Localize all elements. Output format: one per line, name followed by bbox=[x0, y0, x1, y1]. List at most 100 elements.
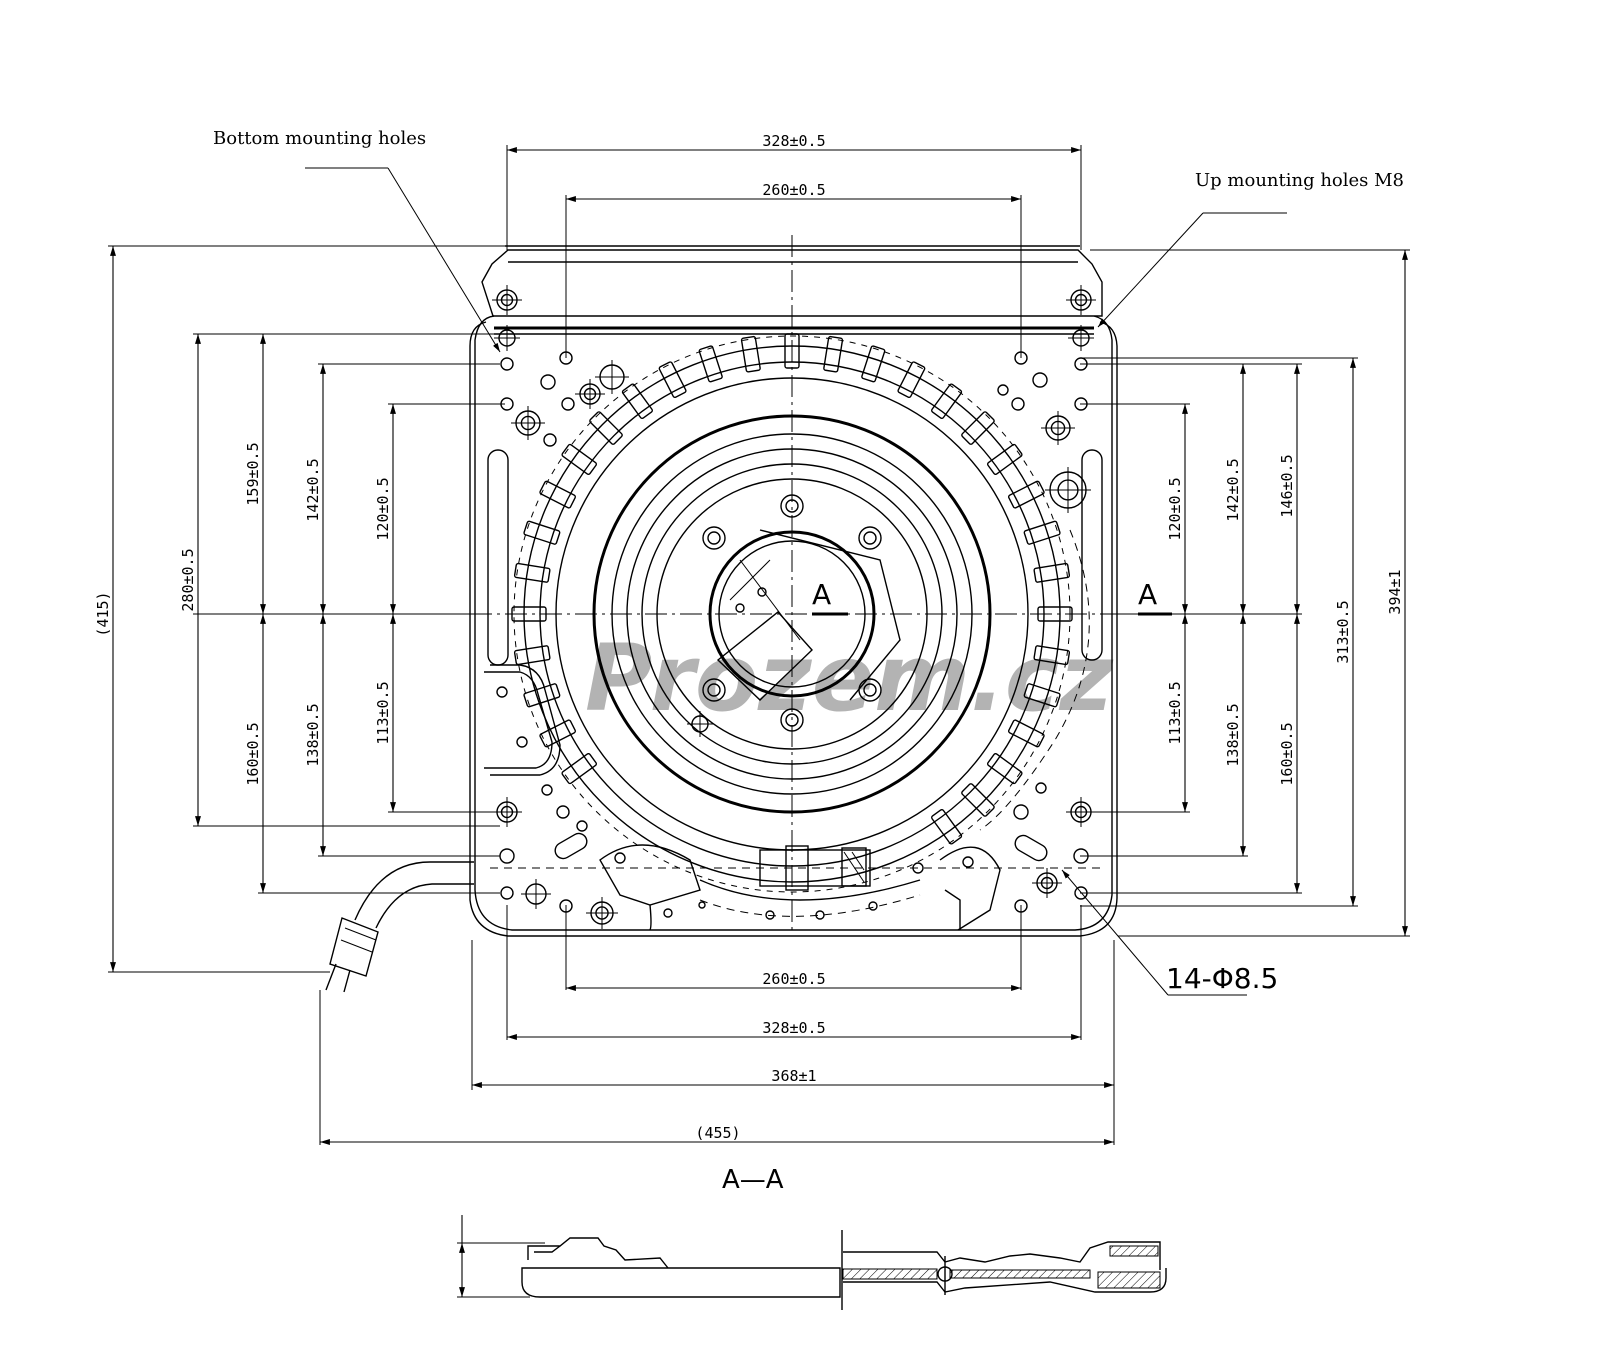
dim-right-146: 146±0.5 bbox=[1278, 454, 1296, 517]
mounting-hole bbox=[663, 908, 673, 918]
ring-tab bbox=[523, 520, 561, 545]
dim-left-138: 138±0.5 bbox=[304, 703, 322, 766]
ring-tab bbox=[523, 683, 561, 708]
mounting-hole bbox=[499, 848, 515, 864]
mounting-hole bbox=[687, 711, 713, 737]
label-up-mounting-holes: Up mounting holes M8 bbox=[1195, 170, 1404, 191]
mounting-hole bbox=[521, 879, 551, 909]
dim-left-159: 159±0.5 bbox=[244, 442, 262, 505]
ring-tab bbox=[961, 411, 995, 445]
ring-tab bbox=[784, 333, 800, 369]
watermark: Prozem.cz bbox=[585, 625, 1113, 732]
mounting-hole bbox=[698, 901, 706, 909]
plate-outline bbox=[469, 245, 1118, 937]
mounting-hole bbox=[1035, 782, 1047, 794]
ring-tab bbox=[861, 345, 886, 383]
hub-bolt bbox=[858, 678, 882, 702]
dim-right-113: 113±0.5 bbox=[1166, 681, 1184, 744]
cable bbox=[325, 861, 474, 993]
mounting-hole bbox=[1068, 325, 1094, 351]
section-view bbox=[457, 1215, 1167, 1310]
label-bottom-mounting-holes: Bottom mounting holes bbox=[213, 128, 426, 149]
ring-tab bbox=[511, 606, 547, 622]
connector-area bbox=[599, 844, 1001, 931]
ring-tab bbox=[986, 753, 1023, 785]
dim-left-142: 142±0.5 bbox=[304, 458, 322, 521]
dim-left-280: 280±0.5 bbox=[179, 548, 197, 611]
mounting-hole bbox=[511, 406, 545, 440]
hub-bolt bbox=[780, 708, 804, 732]
mounting-hole bbox=[500, 357, 514, 371]
mounting-hole bbox=[516, 736, 528, 748]
hub-bolt bbox=[702, 526, 726, 550]
section-mark-right: A bbox=[1138, 578, 1157, 611]
ring-tab bbox=[931, 383, 963, 420]
hub-bolt bbox=[702, 678, 726, 702]
mounting-hole bbox=[1013, 804, 1029, 820]
leaders bbox=[305, 167, 1287, 996]
ring-tab bbox=[1007, 719, 1045, 748]
mounting-hole bbox=[614, 852, 626, 864]
dim-left-120: 120±0.5 bbox=[374, 477, 392, 540]
mounting-hole bbox=[1066, 285, 1096, 315]
dim-right-394: 394±1 bbox=[1386, 569, 1404, 614]
fan-housing bbox=[592, 414, 1172, 814]
mounting-hole bbox=[576, 820, 588, 832]
mounting-hole bbox=[765, 910, 775, 920]
mounting-hole bbox=[500, 886, 514, 900]
mounting-hole bbox=[540, 374, 556, 390]
ring-tab bbox=[897, 361, 926, 399]
ring-tab bbox=[961, 783, 995, 817]
mounting-hole bbox=[1045, 467, 1091, 513]
vertical-dimensions-right bbox=[1080, 249, 1410, 937]
ring-tab bbox=[1023, 520, 1061, 545]
dim-overall-368: 368±1 bbox=[771, 1067, 816, 1085]
section-title: A—A bbox=[722, 1165, 784, 1195]
mounting-hole bbox=[494, 325, 520, 351]
ring-tab bbox=[1033, 562, 1071, 583]
ring-tab bbox=[1037, 606, 1073, 622]
mounting-hole bbox=[496, 686, 508, 698]
hub-bolt bbox=[780, 494, 804, 518]
dim-top-328: 328±0.5 bbox=[762, 132, 825, 150]
mounting-hole bbox=[492, 285, 522, 315]
mounting-hole bbox=[1032, 372, 1048, 388]
dim-total-455: (455) bbox=[695, 1124, 740, 1142]
dim-right-160: 160±0.5 bbox=[1278, 722, 1296, 785]
mounting-holes bbox=[492, 285, 1096, 929]
dim-bottom-260: 260±0.5 bbox=[762, 970, 825, 988]
dim-left-415: (415) bbox=[94, 591, 112, 636]
dim-right-138: 138±0.5 bbox=[1224, 703, 1242, 766]
mounting-hole bbox=[868, 901, 878, 911]
dim-right-120: 120±0.5 bbox=[1166, 477, 1184, 540]
mounting-hole bbox=[543, 433, 557, 447]
mounting-hole bbox=[541, 784, 553, 796]
ring-tab bbox=[823, 335, 844, 373]
hub-bolt bbox=[858, 526, 882, 550]
dim-left-113: 113±0.5 bbox=[374, 681, 392, 744]
mounting-hole bbox=[997, 384, 1009, 396]
ring-tab bbox=[513, 645, 551, 666]
section-mark-left: A bbox=[812, 578, 831, 611]
mounting-hole bbox=[556, 805, 570, 819]
mounting-hole bbox=[561, 397, 575, 411]
mounting-hole bbox=[595, 360, 629, 394]
ring-tab bbox=[561, 443, 598, 475]
dim-right-313: 313±0.5 bbox=[1334, 600, 1352, 663]
horizontal-dimensions bbox=[319, 145, 1115, 1145]
ring-tabs bbox=[511, 333, 1073, 845]
corner-pocket bbox=[484, 664, 561, 776]
ring-tab bbox=[561, 753, 598, 785]
vertical-dimensions-left bbox=[108, 245, 505, 973]
ring-tab bbox=[621, 383, 653, 420]
ring-tab bbox=[986, 443, 1023, 475]
ring-tab bbox=[740, 335, 761, 373]
mounting-hole bbox=[575, 379, 605, 409]
mounting-hole bbox=[586, 897, 618, 929]
dim-right-142: 142±0.5 bbox=[1224, 458, 1242, 521]
ring-tab bbox=[658, 361, 687, 399]
ring-tab bbox=[1023, 683, 1061, 708]
ring-tab bbox=[513, 562, 551, 583]
ring-tab bbox=[539, 480, 577, 509]
